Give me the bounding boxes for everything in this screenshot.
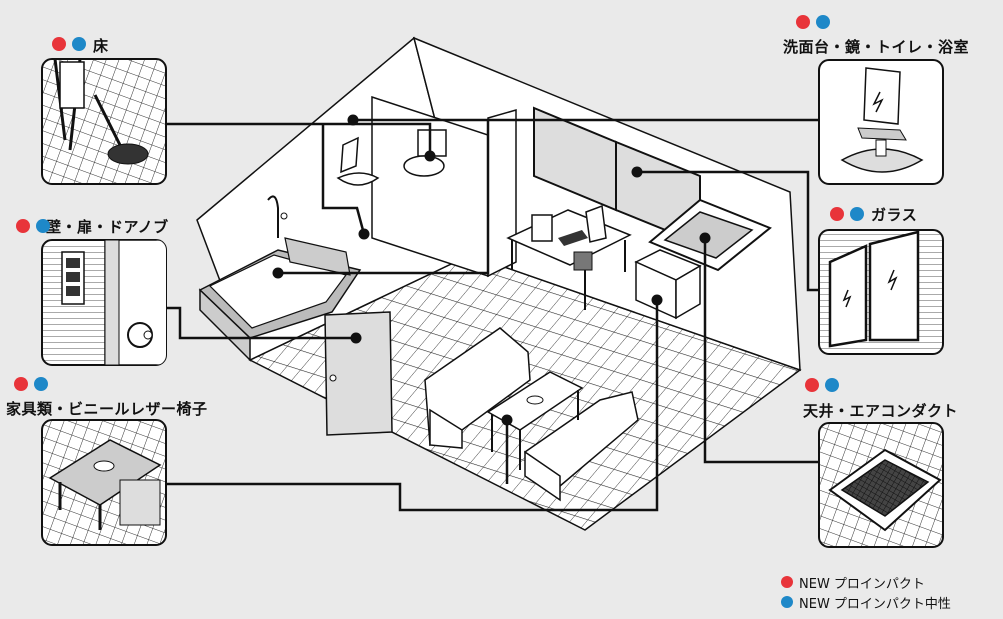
floor-label: 床 xyxy=(93,37,109,55)
legend-red-label: NEW プロインパクト xyxy=(799,576,925,592)
books xyxy=(573,251,593,271)
red-dot-icon xyxy=(781,576,793,588)
legend-blue-label: NEW プロインパクト中性 xyxy=(799,596,951,612)
blue-dot-icon xyxy=(781,596,793,608)
red-dot-icon xyxy=(16,219,30,233)
blue-dot-icon xyxy=(825,378,839,392)
monitor xyxy=(531,214,553,242)
glass-panel xyxy=(818,229,944,355)
sofa-table-icon xyxy=(48,439,162,506)
keyboard xyxy=(558,230,588,246)
sink-mirror-icon xyxy=(863,67,901,125)
furniture-dots xyxy=(14,377,48,391)
blue-dot-icon xyxy=(816,15,830,29)
connector-dots xyxy=(272,114,711,426)
red-dot-icon xyxy=(14,377,28,391)
furniture-panel xyxy=(41,419,167,546)
bath-sink xyxy=(336,172,380,186)
washroom-panel xyxy=(818,59,944,185)
floor-dots xyxy=(52,37,86,51)
ceiling-panel xyxy=(818,422,944,548)
washroom-label: 洗面台・鏡・トイレ・浴室 xyxy=(783,38,970,56)
ashtray xyxy=(526,395,544,405)
red-dot-icon xyxy=(830,207,844,221)
legend-blue: NEW プロインパクト中性 xyxy=(781,592,951,612)
red-dot-icon xyxy=(805,378,819,392)
glass-dots xyxy=(830,207,864,221)
room-door xyxy=(324,311,393,436)
ceiling-label: 天井・エアコンダクト xyxy=(803,402,959,420)
wall-panel xyxy=(41,239,167,366)
toilet-bowl xyxy=(403,155,445,177)
red-dot-icon xyxy=(52,37,66,51)
legend-red: NEW プロインパクト xyxy=(781,572,951,592)
connector-lines xyxy=(166,118,819,512)
blue-dot-icon xyxy=(72,37,86,51)
washroom-dots xyxy=(796,15,830,29)
chair xyxy=(585,204,607,243)
blue-dot-icon xyxy=(850,207,864,221)
window-glass-icon xyxy=(828,244,868,348)
blue-dot-icon xyxy=(34,377,48,391)
glass-label: ガラス xyxy=(871,206,918,224)
wall-door-label: 壁・扉・ドアノブ xyxy=(46,218,169,236)
legend: NEW プロインパクト NEW プロインパクト中性 xyxy=(781,572,951,612)
ceiling-vent-icon xyxy=(840,459,930,517)
bath-mirror xyxy=(340,136,359,174)
floor-panel xyxy=(41,58,167,185)
shower-head xyxy=(267,195,279,238)
wall-door-dots xyxy=(16,219,50,233)
blue-dot-icon xyxy=(36,219,50,233)
ceiling-dots xyxy=(805,378,839,392)
red-dot-icon xyxy=(796,15,810,29)
floor-scrubber-icon xyxy=(107,143,149,165)
furniture-label: 家具類・ビニールレザー椅子 xyxy=(6,400,208,418)
